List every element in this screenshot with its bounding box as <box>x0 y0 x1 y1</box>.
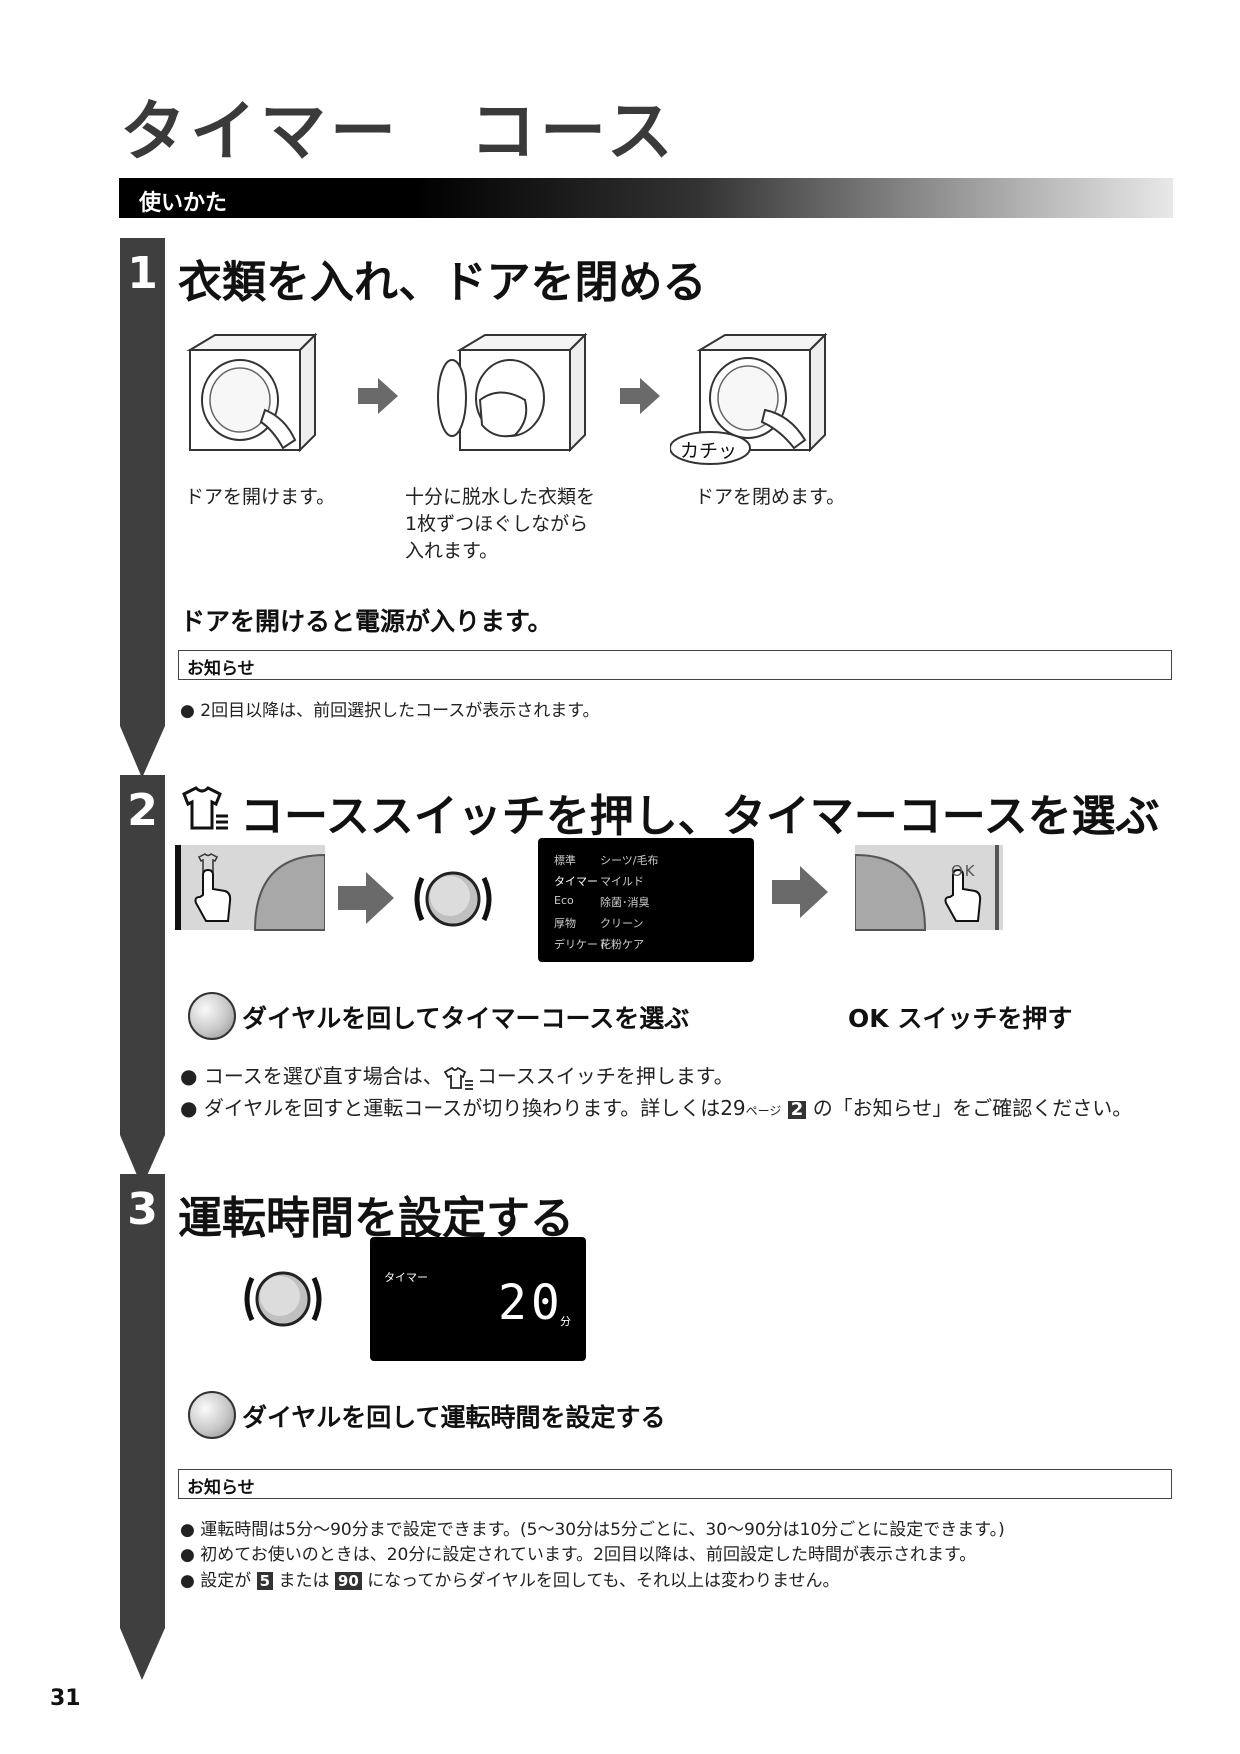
step3-title: 運転時間を設定する <box>178 1193 574 1244</box>
caption-close-door: ドアを閉めます。 <box>695 486 846 508</box>
step2-track <box>120 775 165 1135</box>
power-on-note: ドアを開けると電源が入ります。 <box>180 607 553 636</box>
arrow-right-icon <box>358 378 398 414</box>
step1-arrow-tip <box>120 726 165 778</box>
step2-ok-instruction: OK スイッチを押す <box>848 1004 1073 1033</box>
step1-notice-box: お知らせ <box>178 650 1172 680</box>
course-display: 標準 シーツ/毛布 タイマー マイルド Eco 除菌･消臭 厚物 クリーン デリ… <box>538 838 754 962</box>
washer-open-illustration <box>186 332 318 453</box>
dial-icon <box>244 1271 322 1327</box>
caption-load-clothes: 十分に脱水した衣類を 1枚ずつほぐしながら 入れます。 <box>405 486 596 562</box>
display-row-selected: タイマー <box>554 875 598 888</box>
caption-open-door: ドアを開けます。 <box>185 486 336 508</box>
step2-number: 2 <box>127 785 158 836</box>
ok-switch-panel <box>855 845 1003 931</box>
step1-number: 1 <box>127 248 158 299</box>
dial-icon <box>414 871 492 927</box>
display-row: Eco <box>554 894 574 907</box>
step3-track <box>120 1174 165 1628</box>
course-switch-panel <box>175 845 325 931</box>
display-row: シーツ/毛布 <box>600 854 659 867</box>
timer-display: タイマー 20 分 <box>370 1237 586 1361</box>
click-sound-label: カチッ <box>680 440 738 462</box>
dial-icon <box>188 992 236 1040</box>
step2-title: コーススイッチを押し、タイマーコースを選ぶ <box>240 791 1160 842</box>
display-row: 厚物 <box>554 917 576 930</box>
display-row: 除菌･消臭 <box>600 896 650 909</box>
shirt-course-icon <box>182 786 228 830</box>
display-row: 花粉ケア <box>600 938 644 951</box>
page-title: タイマー コース <box>120 93 677 170</box>
dial-icon <box>188 1391 236 1439</box>
step1-notice-item: ● 2回目以降は、前回選択したコースが表示されます。 <box>180 701 600 721</box>
step3-notice-box: お知らせ <box>178 1469 1172 1499</box>
step3-arrow-tip <box>120 1628 165 1680</box>
timer-display-value: 20 <box>498 1275 564 1331</box>
display-row: 標準 <box>554 854 576 867</box>
notice-label: お知らせ <box>187 659 255 679</box>
ok-label: OK <box>951 862 977 880</box>
step3-notice-item: ● 設定が 5 または 90 になってからダイヤルを回しても、それ以上は変わりま… <box>180 1571 840 1591</box>
step2-bullet-1: ● コースを選び直す場合は、コーススイッチを押します。 <box>180 1064 734 1090</box>
timer-display-unit: 分 <box>560 1315 571 1328</box>
step1-track <box>120 238 165 726</box>
display-row: クリーン <box>600 917 644 930</box>
step3-dial-instruction: ダイヤルを回して運転時間を設定する <box>242 1403 666 1432</box>
notice-label: お知らせ <box>187 1478 255 1498</box>
arrow-right-icon <box>620 378 660 414</box>
timer-display-label: タイマー <box>384 1271 428 1284</box>
washer-load-illustration <box>437 332 588 453</box>
step2-bullet-2: ● ダイヤルを回すと運転コースが切り換わります。詳しくは29ページ 2 の「お知… <box>180 1096 1133 1120</box>
step3-notice-item: ● 初めてお使いのときは、20分に設定されています。2回目以降は、前回設定した時… <box>180 1545 977 1565</box>
step3-notice-item: ● 運転時間は5分～90分まで設定できます。(5～30分は5分ごとに、30～90… <box>180 1520 1005 1540</box>
arrow-right-icon <box>772 866 828 918</box>
arrow-right-icon <box>338 872 394 924</box>
shirt-course-icon <box>443 1066 473 1090</box>
section-label: 使いかた <box>139 191 228 216</box>
step1-title: 衣類を入れ、ドアを閉める <box>178 257 707 308</box>
step2-dial-instruction: ダイヤルを回してタイマーコースを選ぶ <box>242 1004 690 1033</box>
washer-close-illustration <box>670 332 828 465</box>
page-number: 31 <box>50 1686 81 1711</box>
display-row: デリケート <box>554 938 609 951</box>
section-header: 使いかた <box>119 178 1173 218</box>
display-row: マイルド <box>600 875 644 888</box>
step3-number: 3 <box>127 1184 158 1235</box>
